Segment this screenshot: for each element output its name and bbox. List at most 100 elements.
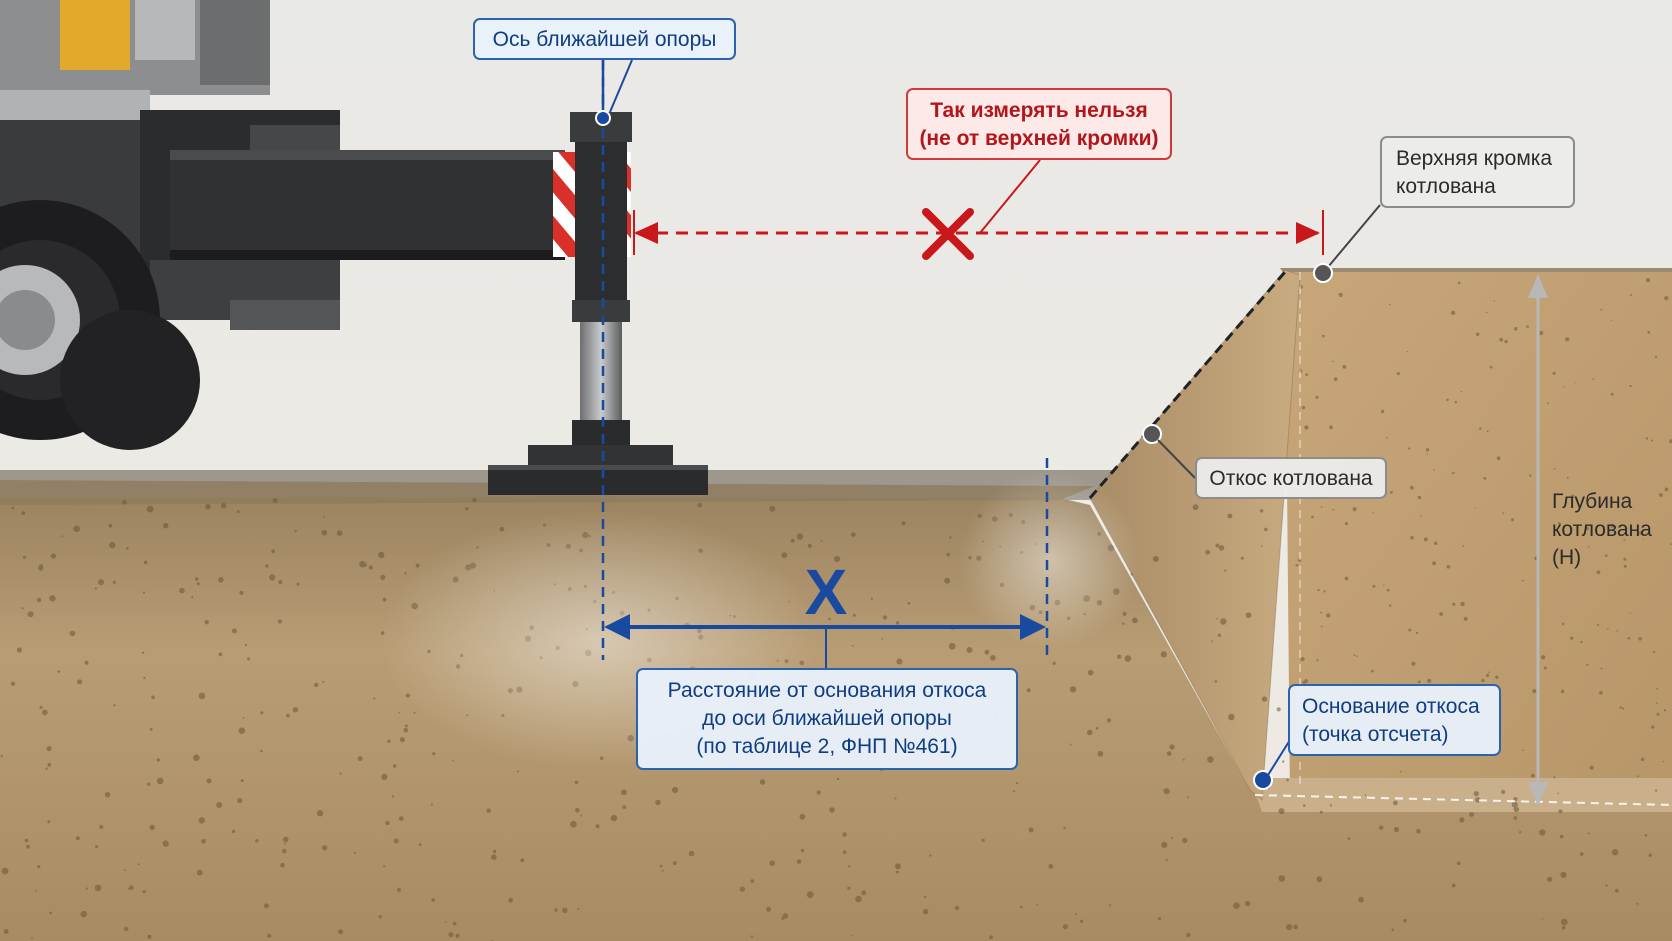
soil-speck <box>1553 467 1556 470</box>
soil-speck <box>1286 923 1293 931</box>
soil-speck <box>113 704 116 707</box>
soil-speck <box>1485 311 1488 314</box>
soil-speck <box>1166 751 1172 756</box>
soil-speck <box>357 756 363 762</box>
soil-speck <box>1489 365 1493 369</box>
soil-speck <box>1124 655 1132 662</box>
soil-speck <box>922 909 929 915</box>
soil-speck <box>1163 788 1170 795</box>
soil-speck <box>842 850 847 854</box>
soil-speck <box>1420 515 1422 517</box>
soil-speck <box>1316 876 1323 883</box>
soil-speck <box>156 777 164 785</box>
soil-speck <box>1552 371 1556 375</box>
soil-speck <box>198 692 206 700</box>
axis-point <box>595 110 611 126</box>
soil-speck <box>1372 584 1376 588</box>
soil-speck <box>1187 796 1189 799</box>
soil-speck <box>1540 655 1546 660</box>
soil-speck <box>282 848 287 854</box>
soil-speck <box>659 864 663 868</box>
soil-speck <box>269 574 276 581</box>
soil-speck <box>1570 636 1574 640</box>
soil-speck <box>1645 437 1649 440</box>
soil-speck <box>1547 402 1549 405</box>
soil-speck <box>191 596 194 599</box>
soil-speck <box>277 619 282 624</box>
soil-speck <box>455 933 460 938</box>
soil-speck <box>1553 776 1556 779</box>
soil-speck <box>1036 903 1039 906</box>
soil-speck <box>1499 337 1503 342</box>
soil-speck <box>1333 377 1338 382</box>
soil-speck <box>362 562 367 567</box>
soil-speck <box>1562 386 1565 388</box>
soil-speck <box>123 869 126 871</box>
soil-speck <box>260 711 264 715</box>
soil-speck <box>1087 729 1093 736</box>
soil-speck <box>1433 469 1435 471</box>
soil-speck <box>80 910 87 918</box>
soil-speck <box>895 863 901 870</box>
soil-speck <box>10 681 16 686</box>
soil-speck <box>492 849 497 854</box>
soil-speck <box>610 814 618 822</box>
soil-speck <box>339 772 342 775</box>
soil-speck <box>1530 773 1535 778</box>
soil-speck <box>1393 800 1398 806</box>
soil-speck <box>954 905 960 911</box>
soil-speck <box>264 903 269 909</box>
soil-speck <box>1122 611 1127 616</box>
soil-speck <box>1596 570 1601 575</box>
soil-speck <box>49 911 52 915</box>
soil-speck <box>1315 395 1319 399</box>
soil-speck <box>1463 616 1468 621</box>
soil-speck <box>104 792 111 798</box>
soil-speck <box>239 590 244 596</box>
soil-speck <box>452 759 454 762</box>
soil-speck <box>146 505 154 513</box>
soil-speck <box>1015 782 1019 785</box>
soil-speck <box>1342 365 1347 369</box>
soil-speck <box>1278 808 1285 815</box>
soil-speck <box>1433 541 1438 545</box>
soil-speck <box>37 865 41 869</box>
soil-speck <box>882 615 888 620</box>
soil-speck <box>296 582 300 586</box>
soil-speck <box>1557 792 1560 795</box>
slope-base-label: Основание откоса (точка отсчета) <box>1288 684 1501 756</box>
soil-speck <box>147 782 151 786</box>
soil-speck <box>398 711 400 714</box>
soil-speck <box>1656 712 1660 716</box>
soil-speck <box>85 887 88 890</box>
soil-speck <box>194 577 199 581</box>
soil-speck <box>1192 504 1199 511</box>
wrong-measure-label: Так измерять нельзя (не от верхней кромк… <box>906 88 1172 160</box>
soil-speck <box>292 707 299 713</box>
soil-speck <box>1615 888 1619 893</box>
soil-speck <box>1656 687 1658 690</box>
soil-speck <box>1653 651 1656 654</box>
soil-speck <box>1423 537 1428 542</box>
soil-speck <box>1599 690 1603 695</box>
slope-label: Откос котлована <box>1195 457 1387 499</box>
soil-speck <box>1597 624 1600 627</box>
soil-speck <box>1261 696 1268 702</box>
soil-speck <box>196 869 203 876</box>
soil-speck <box>141 651 145 654</box>
soil-speck <box>147 934 152 939</box>
soil-speck <box>1344 522 1348 526</box>
soil-speck <box>1432 561 1436 566</box>
soil-speck <box>1157 917 1161 921</box>
soil-speck <box>621 789 627 796</box>
soil-speck <box>323 515 325 518</box>
soil-speck <box>1579 852 1584 856</box>
soil-speck <box>1389 604 1392 607</box>
soil-speck <box>1513 797 1518 801</box>
soil-speck <box>57 670 61 673</box>
soil-speck <box>201 839 206 844</box>
soil-speck <box>238 727 246 734</box>
soil-speck <box>1446 398 1449 402</box>
soil-speck <box>1439 612 1444 616</box>
soil-speck <box>99 825 104 829</box>
